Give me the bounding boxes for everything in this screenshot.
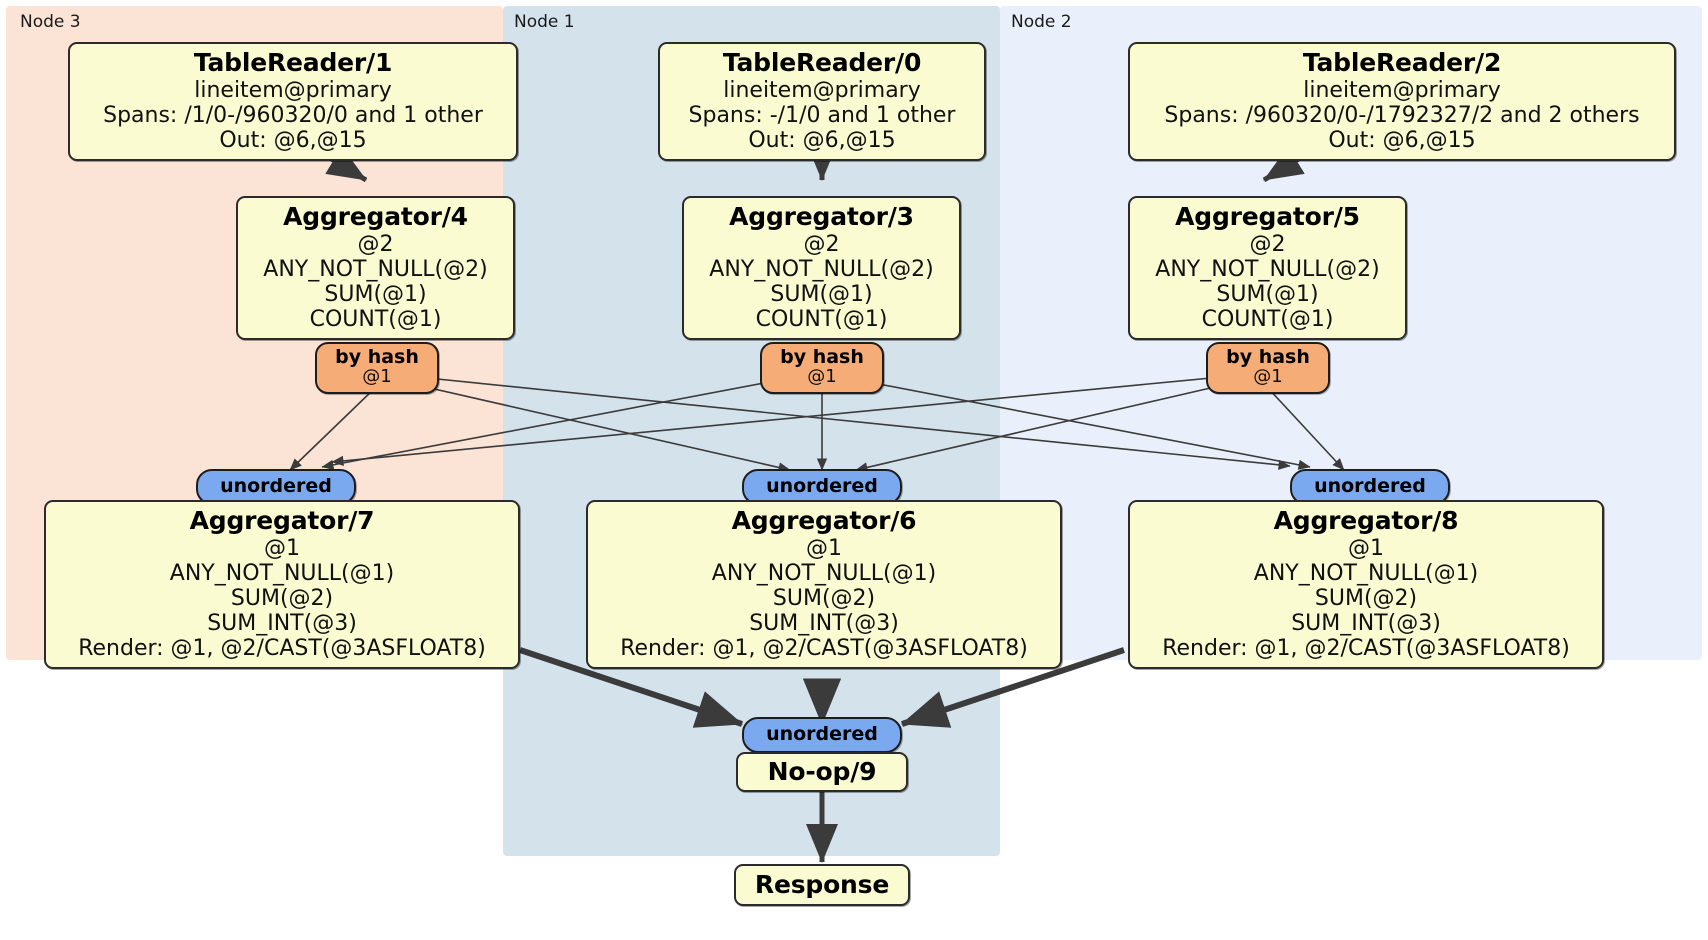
processor-line: Out: @6,@15 <box>1328 127 1476 153</box>
processor-aggregator-3[interactable]: Aggregator/3 @2 ANY_NOT_NULL(@2) SUM(@1)… <box>682 196 961 340</box>
processor-title: TableReader/1 <box>193 48 393 77</box>
router-detail: @1 <box>807 365 837 387</box>
node-label-node1: Node 1 <box>514 12 575 32</box>
processor-line: Out: @6,@15 <box>219 127 367 153</box>
processor-line: Spans: /960320/0-/1792327/2 and 2 others <box>1164 102 1640 128</box>
processor-title: Aggregator/8 <box>1273 506 1459 535</box>
processor-line: Render: @1, @2/CAST(@3ASFLOAT8) <box>78 635 486 661</box>
processor-line: SUM(@1) <box>324 281 427 307</box>
processor-aggregator-5[interactable]: Aggregator/5 @2 ANY_NOT_NULL(@2) SUM(@1)… <box>1128 196 1407 340</box>
synchronizer-label: unordered <box>220 475 332 498</box>
router-label: by hash <box>335 346 419 368</box>
processor-title: Aggregator/6 <box>731 506 917 535</box>
processor-line: ANY_NOT_NULL(@1) <box>169 560 395 586</box>
processor-line: @1 <box>806 535 842 561</box>
processor-title: No-op/9 <box>767 756 877 786</box>
router-detail: @1 <box>1253 365 1283 387</box>
processor-line: @2 <box>803 231 840 257</box>
router-by-hash-center[interactable]: by hash @1 <box>760 342 884 394</box>
processor-title: Response <box>754 869 890 899</box>
processor-line: lineitem@primary <box>1303 77 1501 103</box>
node-label-node2: Node 2 <box>1011 12 1072 32</box>
router-label: by hash <box>780 346 864 368</box>
synchronizer-label: unordered <box>766 723 878 746</box>
processor-line: SUM(@1) <box>1216 281 1319 307</box>
router-label: by hash <box>1226 346 1310 368</box>
processor-line: lineitem@primary <box>723 77 921 103</box>
processor-line: SUM(@2) <box>230 585 334 611</box>
processor-title: TableReader/0 <box>722 48 922 77</box>
processor-response[interactable]: Response <box>734 864 910 906</box>
processor-title: Aggregator/5 <box>1175 202 1360 231</box>
processor-line: ANY_NOT_NULL(@2) <box>1155 256 1380 282</box>
processor-line: Render: @1, @2/CAST(@3ASFLOAT8) <box>1162 635 1570 661</box>
processor-line: Spans: /1/0-/960320/0 and 1 other <box>103 102 483 128</box>
processor-line: Spans: -/1/0 and 1 other <box>688 102 956 128</box>
router-by-hash-right[interactable]: by hash @1 <box>1206 342 1330 394</box>
processor-aggregator-4[interactable]: Aggregator/4 @2 ANY_NOT_NULL(@2) SUM(@1)… <box>236 196 515 340</box>
processor-line: ANY_NOT_NULL(@2) <box>263 256 488 282</box>
processor-line: SUM_INT(@3) <box>207 610 357 636</box>
node-label-node3: Node 3 <box>20 12 81 32</box>
processor-aggregator-7[interactable]: Aggregator/7 @1 ANY_NOT_NULL(@1) SUM(@2)… <box>44 500 520 669</box>
processor-line: @2 <box>357 231 394 257</box>
processor-line: ANY_NOT_NULL(@1) <box>711 560 937 586</box>
processor-line: @1 <box>264 535 300 561</box>
processor-line: Render: @1, @2/CAST(@3ASFLOAT8) <box>620 635 1028 661</box>
processor-line: @1 <box>1348 535 1384 561</box>
processor-line: lineitem@primary <box>194 77 392 103</box>
processor-title: Aggregator/4 <box>283 202 468 231</box>
processor-table-reader-1[interactable]: TableReader/1 lineitem@primary Spans: /1… <box>68 42 518 161</box>
router-detail: @1 <box>362 365 392 387</box>
processor-title: TableReader/2 <box>1302 48 1502 77</box>
processor-aggregator-8[interactable]: Aggregator/8 @1 ANY_NOT_NULL(@1) SUM(@2)… <box>1128 500 1604 669</box>
processor-line: SUM(@2) <box>1314 585 1418 611</box>
processor-line: ANY_NOT_NULL(@1) <box>1253 560 1479 586</box>
processor-table-reader-0[interactable]: TableReader/0 lineitem@primary Spans: -/… <box>658 42 986 161</box>
synchronizer-label: unordered <box>766 475 878 498</box>
processor-line: SUM_INT(@3) <box>749 610 899 636</box>
processor-line: COUNT(@1) <box>755 306 888 332</box>
synchronizer-unordered-final[interactable]: unordered <box>742 717 902 753</box>
processor-line: ANY_NOT_NULL(@2) <box>709 256 934 282</box>
processor-no-op-9[interactable]: No-op/9 <box>736 752 908 792</box>
processor-line: COUNT(@1) <box>309 306 442 332</box>
processor-line: COUNT(@1) <box>1201 306 1334 332</box>
synchronizer-label: unordered <box>1314 475 1426 498</box>
processor-title: Aggregator/3 <box>729 202 914 231</box>
processor-title: Aggregator/7 <box>189 506 375 535</box>
processor-line: @2 <box>1249 231 1286 257</box>
processor-line: SUM_INT(@3) <box>1291 610 1441 636</box>
processor-aggregator-6[interactable]: Aggregator/6 @1 ANY_NOT_NULL(@1) SUM(@2)… <box>586 500 1062 669</box>
processor-line: SUM(@1) <box>770 281 873 307</box>
processor-table-reader-2[interactable]: TableReader/2 lineitem@primary Spans: /9… <box>1128 42 1676 161</box>
processor-line: SUM(@2) <box>772 585 876 611</box>
router-by-hash-left[interactable]: by hash @1 <box>315 342 439 394</box>
processor-line: Out: @6,@15 <box>748 127 896 153</box>
